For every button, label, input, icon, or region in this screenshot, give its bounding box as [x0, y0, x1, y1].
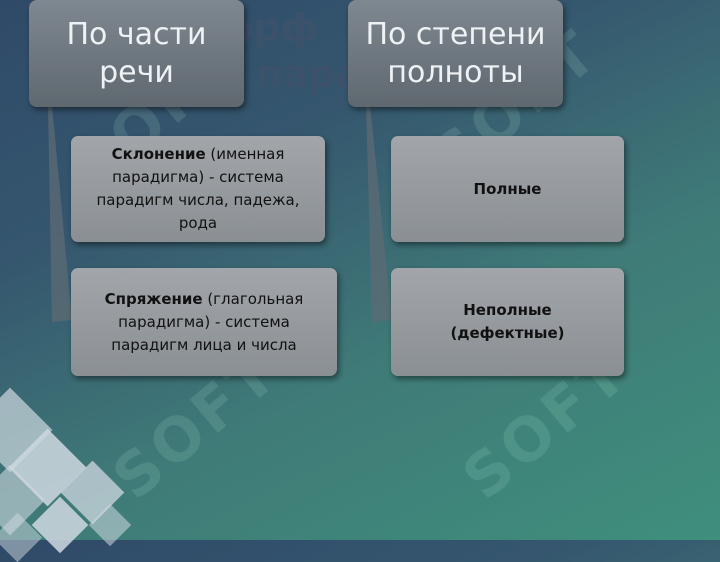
- card-full-label: Полные: [473, 179, 542, 198]
- slide-title-line2: пара: [256, 52, 456, 96]
- card-conjugation-term: Спряжение: [104, 289, 203, 308]
- card-declension-text: Склонение (именная парадигма) - система …: [85, 143, 311, 235]
- card-conjugation: Спряжение (глагольная парадигма) - систе…: [71, 268, 337, 376]
- card-conjugation-text: Спряжение (глагольная парадигма) - систе…: [85, 288, 323, 357]
- card-conjugation-desc: (глагольная парадигма) - система парадиг…: [111, 289, 304, 354]
- header-parts-of-speech: По части речи: [29, 0, 244, 107]
- card-declension: Склонение (именная парадигма) - система …: [71, 136, 325, 242]
- card-incomplete-label: Неполные (дефектные): [450, 301, 565, 342]
- card-declension-term: Склонение: [111, 145, 206, 163]
- card-full: Полные: [391, 136, 624, 242]
- header-completeness: По степени полноты: [348, 0, 563, 107]
- slide-title-fragment-2: пара: [256, 52, 361, 96]
- card-declension-desc: (именная парадигма) - система парадигм ч…: [96, 145, 300, 232]
- connector-lines: [48, 105, 392, 322]
- card-incomplete: Неполные (дефектные): [391, 268, 624, 376]
